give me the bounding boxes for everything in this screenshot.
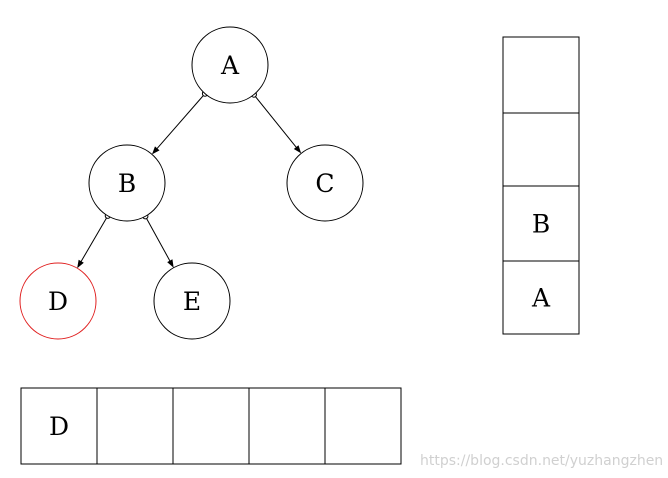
watermark: https://blog.csdn.net/yuzhangzhen (420, 453, 663, 469)
node-circle (19, 262, 97, 340)
stack-cell-box (502, 36, 580, 114)
stack-cell-box (502, 260, 580, 335)
edge-A-B (151, 90, 209, 155)
output-cell-box (172, 387, 250, 465)
edge-line (80, 215, 109, 263)
node-circle (286, 144, 364, 222)
output-cell: D (20, 387, 98, 465)
edge-B-E (142, 213, 174, 268)
node-circle (88, 144, 166, 222)
edge-line (253, 94, 298, 149)
output-cell-label: D (49, 412, 69, 441)
arrowhead-icon (167, 259, 174, 268)
tree-node-e: E (153, 262, 231, 340)
stack-cell-box (502, 185, 580, 262)
edge-B-D (77, 212, 111, 269)
output-cell-box (248, 387, 326, 465)
node-label: B (118, 169, 136, 198)
output-cell (248, 387, 326, 465)
node-label: E (183, 287, 201, 316)
output-cell-box (324, 387, 402, 465)
output-cell (96, 387, 174, 465)
stack: BA (502, 36, 580, 335)
output-cell-box (96, 387, 174, 465)
tree-node-c: C (286, 144, 364, 222)
edge-line (156, 93, 206, 150)
output-cell-box (20, 387, 98, 465)
node-circle (153, 262, 231, 340)
stack-cell (502, 112, 580, 187)
output-cell (172, 387, 250, 465)
node-label: D (48, 287, 68, 316)
node-circle (191, 26, 269, 104)
stack-cell (502, 36, 580, 114)
edge-line (144, 216, 171, 262)
stack-cell-label: A (531, 284, 551, 313)
arrowhead-icon (77, 259, 84, 269)
stack-cell-label: B (532, 210, 550, 239)
tree-node-b: B (88, 144, 166, 222)
output-cell (324, 387, 402, 465)
tree-nodes: A B C D E (19, 26, 364, 340)
arrowhead-icon (151, 146, 160, 155)
node-label: C (315, 169, 334, 198)
node-label: A (220, 51, 240, 80)
arrowhead-icon (293, 145, 302, 154)
stack-cell-box (502, 112, 580, 187)
stack-cell: B (502, 185, 580, 262)
tree-node-a: A (191, 26, 269, 104)
output-array: D (20, 387, 402, 465)
tree-node-d: D (19, 262, 97, 340)
stack-cell: A (502, 260, 580, 335)
edge-A-C (250, 91, 302, 154)
